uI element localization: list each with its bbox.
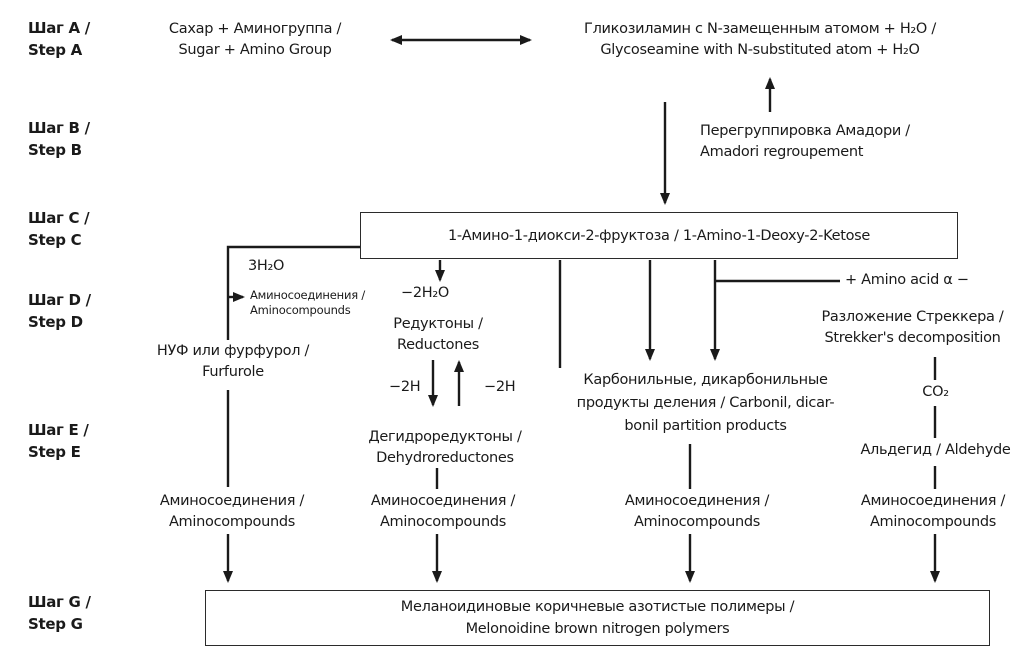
- step-label-c: Шаг C / Step C: [28, 207, 90, 251]
- minus-2h-left-label: −2H: [389, 379, 421, 395]
- minus-2h-right-label: −2H: [484, 379, 516, 395]
- step-label-g: Шаг G / Step G: [28, 591, 91, 635]
- three-h2o-label: 3H₂O: [248, 258, 285, 274]
- aminocompounds-small-en: Aminocompounds: [250, 303, 351, 317]
- aldehyde-node: Альдегид / Aldehyde: [858, 440, 1013, 461]
- glycoseamine-en: Glycoseamine with N-substituted atom + H…: [600, 42, 920, 58]
- aminocompounds-node-midright: Аминосоединения / Aminocompounds: [612, 491, 782, 533]
- ketose-box: 1-Амино-1-диокси-2-фруктоза / 1-Amino-1-…: [360, 212, 958, 259]
- reductones-ru: Редуктоны /: [393, 316, 483, 332]
- aminocompounds-small-ru: Аминосоединения /: [250, 288, 366, 302]
- aminocompounds-node-left: Аминосоединения / Aminocompounds: [147, 491, 317, 533]
- step-d-en: Step D: [28, 313, 83, 331]
- step-a-ru: Шаг A /: [28, 19, 90, 37]
- furfurole-en: Furfurole: [202, 364, 264, 380]
- step-label-d: Шаг D / Step D: [28, 289, 91, 333]
- reductones-node: Редуктоны / Reductones: [358, 314, 518, 356]
- aminocompounds-right-en: Aminocompounds: [869, 514, 997, 530]
- co2-label: CO₂: [922, 384, 949, 400]
- melanoidin-en: Melonoidine brown nitrogen polymers: [465, 621, 730, 637]
- aminocompounds-midright-ru: Аминосоединения /: [624, 493, 770, 509]
- amadori-ru: Перегруппировка Амадори /: [700, 123, 910, 139]
- step-e-ru: Шаг E /: [28, 421, 89, 439]
- strecker-node: Разложение Стреккера / Strekker's decomp…: [805, 307, 1020, 349]
- step-a-en: Step A: [28, 41, 82, 59]
- step-c-en: Step C: [28, 231, 82, 249]
- aminocompounds-midright-en: Aminocompounds: [633, 514, 761, 530]
- aminocompounds-center-ru: Аминосоединения /: [370, 493, 516, 509]
- aminocompounds-node-right: Аминосоединения / Aminocompounds: [848, 491, 1018, 533]
- strecker-ru: Разложение Стреккера /: [821, 309, 1004, 325]
- carbonyl-line1: Карбонильные, дикарбонильные: [583, 372, 828, 388]
- step-b-en: Step B: [28, 141, 82, 159]
- plus-amino-acid-label: + Amino acid α −: [845, 272, 969, 288]
- step-b-ru: Шаг B /: [28, 119, 90, 137]
- left-branch-line: [226, 245, 360, 340]
- glycoseamine-node: Гликозиламин с N-замещенным атомом + H₂O…: [540, 19, 980, 61]
- aminocompounds-node-center: Аминосоединения / Aminocompounds: [358, 491, 528, 533]
- sugar-amino-node: Сахар + Аминогруппа / Sugar + Amino Grou…: [125, 19, 385, 61]
- dehydroreductones-ru: Дегидроредуктоны /: [368, 429, 522, 445]
- ketose-box-label: 1-Амино-1-диокси-2-фруктоза / 1-Amino-1-…: [447, 227, 871, 244]
- amadori-en: Amadori regroupement: [700, 144, 864, 160]
- minus-2h2o-label: −2H₂O: [401, 285, 450, 301]
- reductones-en: Reductones: [397, 337, 479, 353]
- step-e-en: Step E: [28, 443, 81, 461]
- furfurole-node: НУФ или фурфурол / Furfurole: [138, 341, 328, 383]
- dehydroreductones-en: Dehydroreductones: [376, 450, 514, 466]
- aminocompounds-center-en: Aminocompounds: [379, 514, 507, 530]
- sugar-amino-en: Sugar + Amino Group: [178, 42, 332, 58]
- melanoidin-box: Меланоидиновые коричневые азотистые поли…: [205, 590, 990, 646]
- step-c-ru: Шаг C /: [28, 209, 90, 227]
- aminocompounds-right-ru: Аминосоединения /: [860, 493, 1006, 509]
- step-g-ru: Шаг G /: [28, 593, 91, 611]
- step-label-b: Шаг B / Step B: [28, 117, 90, 161]
- step-label-e: Шаг E / Step E: [28, 419, 89, 463]
- aminocompounds-small-node: Аминосоединения / Aminocompounds: [250, 288, 370, 318]
- sugar-amino-ru: Сахар + Аминогруппа /: [168, 21, 342, 37]
- step-d-ru: Шаг D /: [28, 291, 91, 309]
- furfurole-ru: НУФ или фурфурол /: [156, 343, 310, 359]
- aminocompounds-left-ru: Аминосоединения /: [159, 493, 305, 509]
- glycoseamine-ru: Гликозиламин с N-замещенным атомом + H₂O…: [584, 21, 936, 37]
- co2-node: CO₂: [913, 382, 958, 403]
- aldehyde-label: Альдегид / Aldehyde: [860, 442, 1011, 458]
- strecker-en: Strekker's decomposition: [824, 330, 1001, 346]
- carbonyl-line2: продукты деления / Carbonil, dicar-: [576, 395, 835, 411]
- carbonyl-products-node: Карбонильные, дикарбонильные продукты де…: [548, 369, 863, 438]
- amadori-label: Перегруппировка Амадори / Amadori regrou…: [700, 121, 965, 163]
- dehydroreductones-node: Дегидроредуктоны / Dehydroreductones: [350, 427, 540, 469]
- melanoidin-ru: Меланоидиновые коричневые азотистые поли…: [400, 599, 795, 615]
- step-label-a: Шаг A / Step A: [28, 17, 90, 61]
- aminocompounds-left-en: Aminocompounds: [168, 514, 296, 530]
- step-g-en: Step G: [28, 615, 83, 633]
- carbonyl-line3: bonil partition products: [624, 418, 787, 434]
